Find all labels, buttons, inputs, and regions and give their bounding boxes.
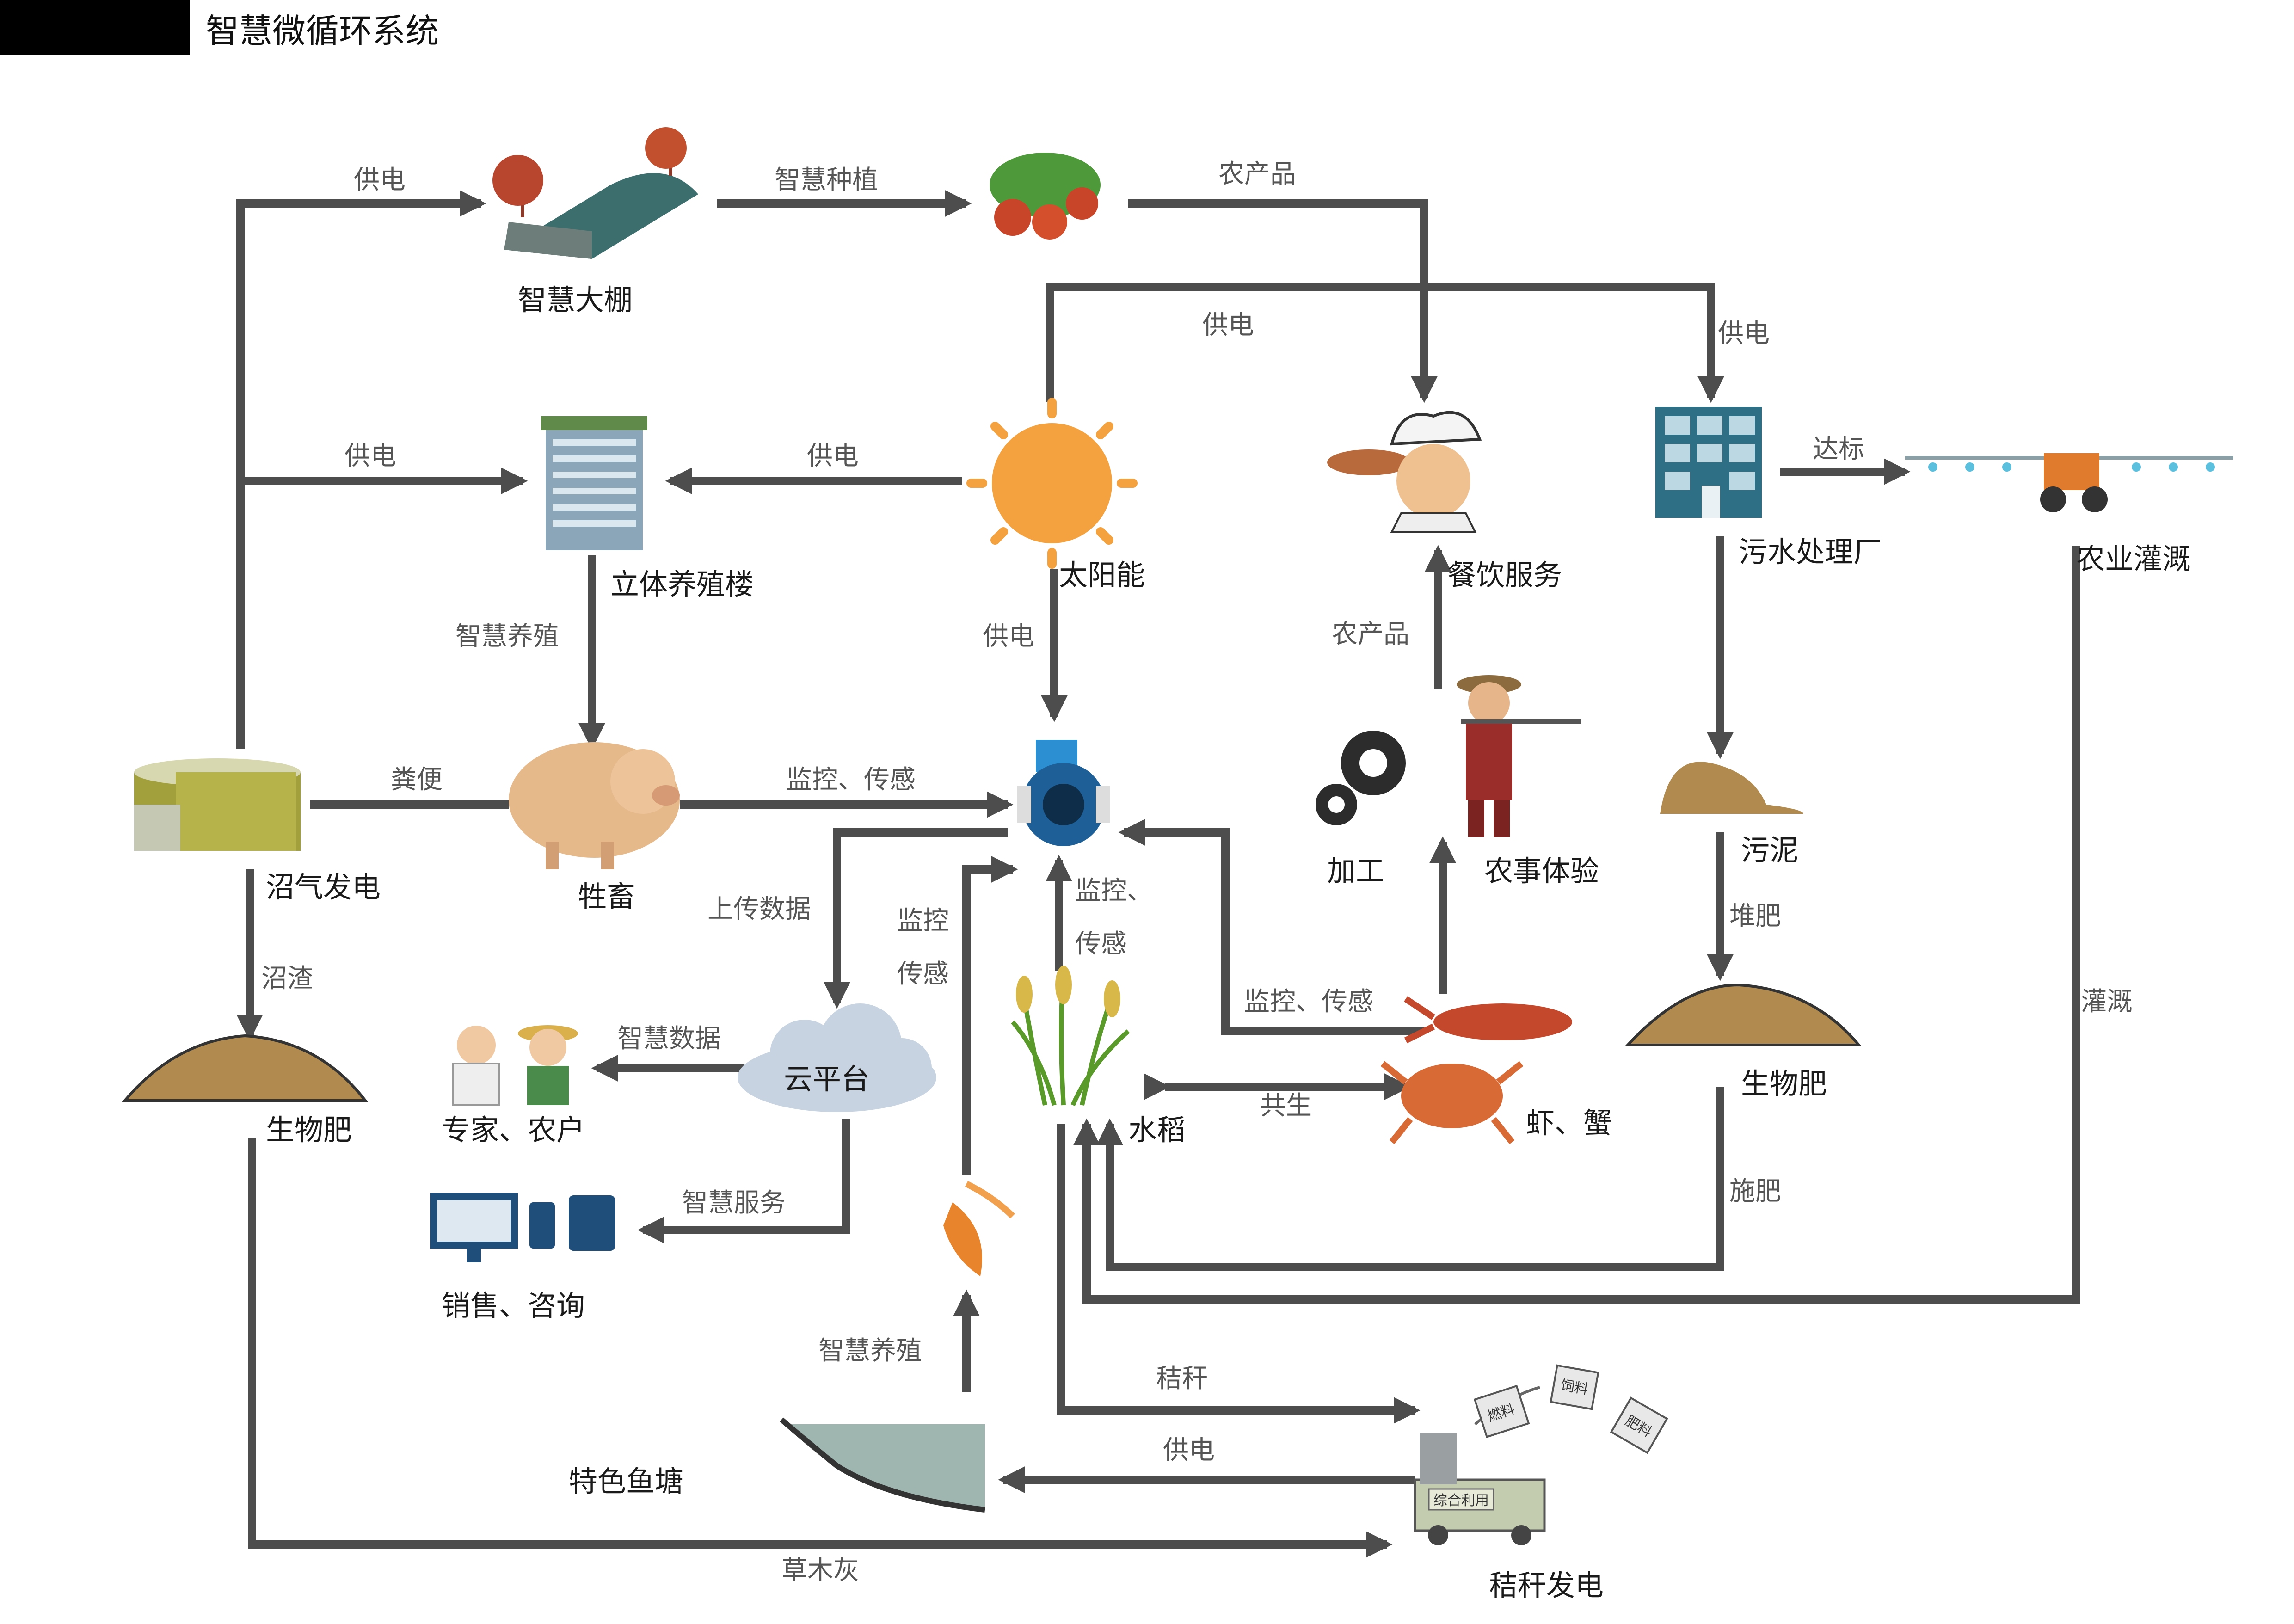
label-irrigate: 灌溉 [2081, 987, 2133, 1017]
label-symbiosis: 共生 [1260, 1091, 1312, 1121]
fish-icon [943, 1181, 1015, 1276]
label-smart-planting: 智慧种植 [775, 165, 878, 195]
label-power-greenhouse: 供电 [354, 165, 406, 195]
label-power-sewage: 供电 [1718, 319, 1770, 349]
crawfish-illustration [1404, 996, 1572, 1044]
node-farm-exp: 农事体验 [1484, 854, 1599, 888]
irrigation-illustration [1905, 453, 2233, 512]
node-biofert-right: 生物肥 [1741, 1067, 1827, 1101]
label-monitor-rice-2: 传感 [1075, 929, 1127, 959]
node-irrigation: 农业灌溉 [2076, 542, 2191, 576]
label-fertilize: 施肥 [1729, 1176, 1781, 1206]
label-monitor-livestock: 监控、传感 [786, 765, 916, 795]
edge-biogas-greenhouse [236, 190, 486, 749]
label-smart-breeding-fish: 智慧养殖 [818, 1336, 922, 1366]
label-up-to-standard: 达标 [1813, 434, 1864, 464]
sun-icon [966, 398, 1138, 569]
greenhouse-illustration [492, 127, 698, 259]
biogas-tank-illustration [134, 758, 301, 851]
edge-produce-catering [1128, 199, 1438, 403]
straw-power-illustration: 燃料 饲料 肥料 综合利用 [1414, 1364, 1668, 1545]
crab-illustration [1380, 1061, 1524, 1144]
biofert-left-illustration [122, 1034, 369, 1102]
header-title: 智慧微循环系统 [206, 12, 439, 50]
label-power-sensor: 供电 [983, 621, 1034, 652]
node-straw-power: 秸秆发电 [1489, 1569, 1604, 1602]
chef-illustration [1327, 411, 1482, 533]
node-catering: 餐饮服务 [1447, 558, 1562, 592]
label-monitor-shrimp: 监控、传感 [1244, 987, 1373, 1017]
node-greenhouse: 智慧大棚 [518, 283, 633, 317]
label-power-solar-top: 供电 [1202, 310, 1254, 340]
node-shrimp: 虾、蟹 [1526, 1106, 1612, 1140]
edge-cloud-sales [637, 1119, 850, 1243]
sewage-plant-illustration [1655, 407, 1762, 518]
label-smart-breeding: 智慧养殖 [455, 621, 559, 652]
label-monitor-left-1: 监控 [897, 906, 949, 936]
node-pond: 特色鱼塘 [569, 1464, 683, 1498]
rice-illustration [1011, 966, 1130, 1107]
biofert-right-illustration [1624, 983, 1862, 1046]
node-experts: 专家、农户 [442, 1113, 585, 1147]
label-monitor-rice-1: 监控、 [1075, 876, 1153, 906]
node-building: 立体养殖楼 [610, 567, 754, 601]
header-banner [0, 0, 190, 55]
building-illustration [541, 416, 647, 550]
label-manure: 粪便 [391, 765, 443, 795]
label-produce-farm: 农产品 [1332, 619, 1409, 649]
edge-shrimp-sensor [1118, 819, 1424, 1035]
label-power-building-solar: 供电 [807, 441, 859, 471]
edge-solar-sewage [1046, 283, 1724, 403]
gears-icon [1316, 731, 1406, 825]
node-cloud: 云平台 [784, 1062, 870, 1096]
edge-irrigate [1073, 546, 2080, 1304]
node-labels: 智慧大棚 立体养殖楼 太阳能 餐饮服务 污水处理厂 农业灌溉 沼气发电 牲畜 加… [266, 283, 2191, 1602]
label-biogas-residue: 沼渣 [261, 964, 313, 994]
farmer-illustration [1457, 675, 1581, 837]
edge-fish-sensor [962, 856, 1018, 1175]
label-compost: 堆肥 [1729, 901, 1781, 931]
node-sales: 销售、咨询 [442, 1289, 585, 1323]
node-livestock: 牲畜 [578, 880, 635, 913]
node-biogas: 沼气发电 [266, 870, 381, 904]
label-straw: 秸秆 [1156, 1364, 1208, 1394]
label-produce-top: 农产品 [1218, 159, 1296, 189]
node-rice: 水稻 [1128, 1113, 1186, 1147]
experts-illustration [452, 1025, 578, 1106]
pond-illustration [712, 1415, 985, 1517]
label-plant-ash: 草木灰 [781, 1556, 859, 1586]
produce-illustration [990, 153, 1101, 240]
edge-plant-ash [248, 1138, 1393, 1558]
node-processing: 加工 [1327, 854, 1384, 888]
connectors [236, 190, 2080, 1558]
node-sewage: 污水处理厂 [1739, 535, 1882, 569]
devices-icon [430, 1193, 615, 1262]
straw-truck-label: 综合利用 [1433, 1493, 1489, 1509]
sludge-illustration [1660, 762, 1803, 814]
label-smart-data: 智慧数据 [617, 1024, 721, 1054]
label-power-building-left: 供电 [344, 441, 396, 471]
label-upload-data: 上传数据 [707, 894, 811, 924]
flow-sensor-icon [1017, 740, 1110, 846]
label-smart-service: 智慧服务 [682, 1188, 786, 1218]
edge-straw [1057, 1124, 1421, 1424]
pig-illustration [509, 742, 680, 869]
label-monitor-left-2: 传感 [897, 959, 949, 989]
node-biofert-left: 生物肥 [266, 1113, 352, 1147]
edge-fertilize [1096, 1087, 1724, 1271]
node-sludge: 污泥 [1741, 833, 1798, 867]
edge-sensor-cloud [824, 828, 1008, 1009]
label-power-pond: 供电 [1163, 1435, 1215, 1465]
node-solar: 太阳能 [1059, 558, 1145, 592]
edge-labels: 供电 智慧种植 农产品 供电 供电 供电 供电 达标 智慧养殖 供电 农产品 粪… [261, 159, 2133, 1586]
cloud-icon [738, 1003, 936, 1112]
